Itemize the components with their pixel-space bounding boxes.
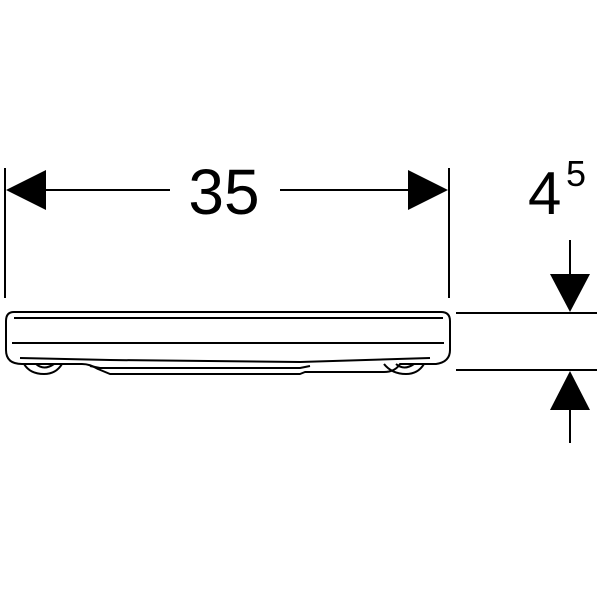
cover-lower-edge xyxy=(19,357,431,363)
cover-outline xyxy=(5,311,451,375)
height-dimension-label: 4 xyxy=(528,160,561,227)
seat-cover-profile xyxy=(5,311,451,375)
height-dimension-superscript: 5 xyxy=(566,153,586,194)
height-arrowhead-bottom xyxy=(550,371,590,410)
width-dimension-label: 35 xyxy=(188,156,259,228)
height-arrowhead-top xyxy=(550,274,590,312)
buffer-right-icon xyxy=(383,363,425,375)
hinge-groove xyxy=(89,365,311,369)
buffer-left-inner xyxy=(35,363,55,369)
width-arrowhead-left xyxy=(6,170,46,210)
width-arrowhead-right xyxy=(408,170,448,210)
buffer-left-icon xyxy=(23,363,63,375)
height-dimension-main: 4 xyxy=(528,160,561,227)
buffer-right-inner xyxy=(395,363,415,369)
